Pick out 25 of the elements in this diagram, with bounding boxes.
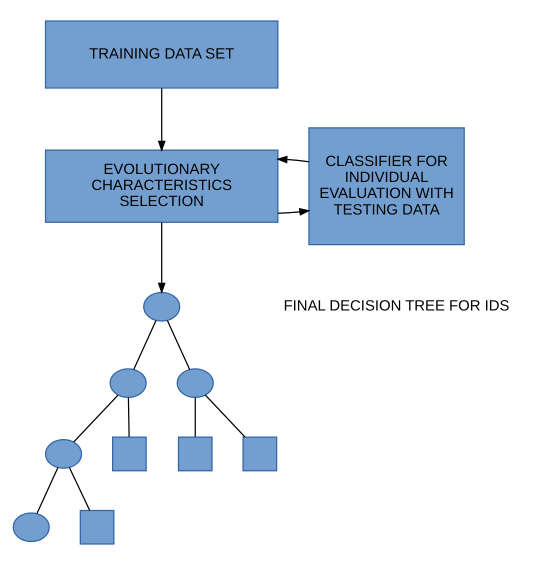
arrow (158, 88, 166, 152)
node-box (242, 436, 278, 471)
connector (36, 466, 58, 514)
node-circle (44, 438, 82, 468)
node-box: CLASSIFIER FOR INDIVIDUAL EVALUATION WITH TESTING DATA (308, 126, 465, 245)
connector (166, 320, 190, 370)
node-box: EVOLUTIONARY CHARACTERISTICS SELECTION (44, 149, 278, 222)
connector (204, 394, 246, 437)
label: FINAL DECISION TREE FOR IDS (284, 298, 510, 314)
node-box (112, 436, 147, 471)
node-circle (176, 368, 214, 398)
node-circle (12, 512, 50, 542)
node-circle (143, 291, 180, 322)
connector (68, 466, 90, 510)
connector (133, 320, 157, 370)
arrow (158, 222, 166, 294)
node-box (80, 509, 114, 544)
connector (73, 394, 119, 442)
node-box (178, 436, 213, 471)
node-circle (110, 368, 147, 398)
arrow (276, 155, 309, 163)
connector (128, 397, 130, 436)
arrow (278, 207, 310, 216)
connector (194, 397, 196, 436)
node-box: TRAINING DATA SET (44, 20, 278, 88)
